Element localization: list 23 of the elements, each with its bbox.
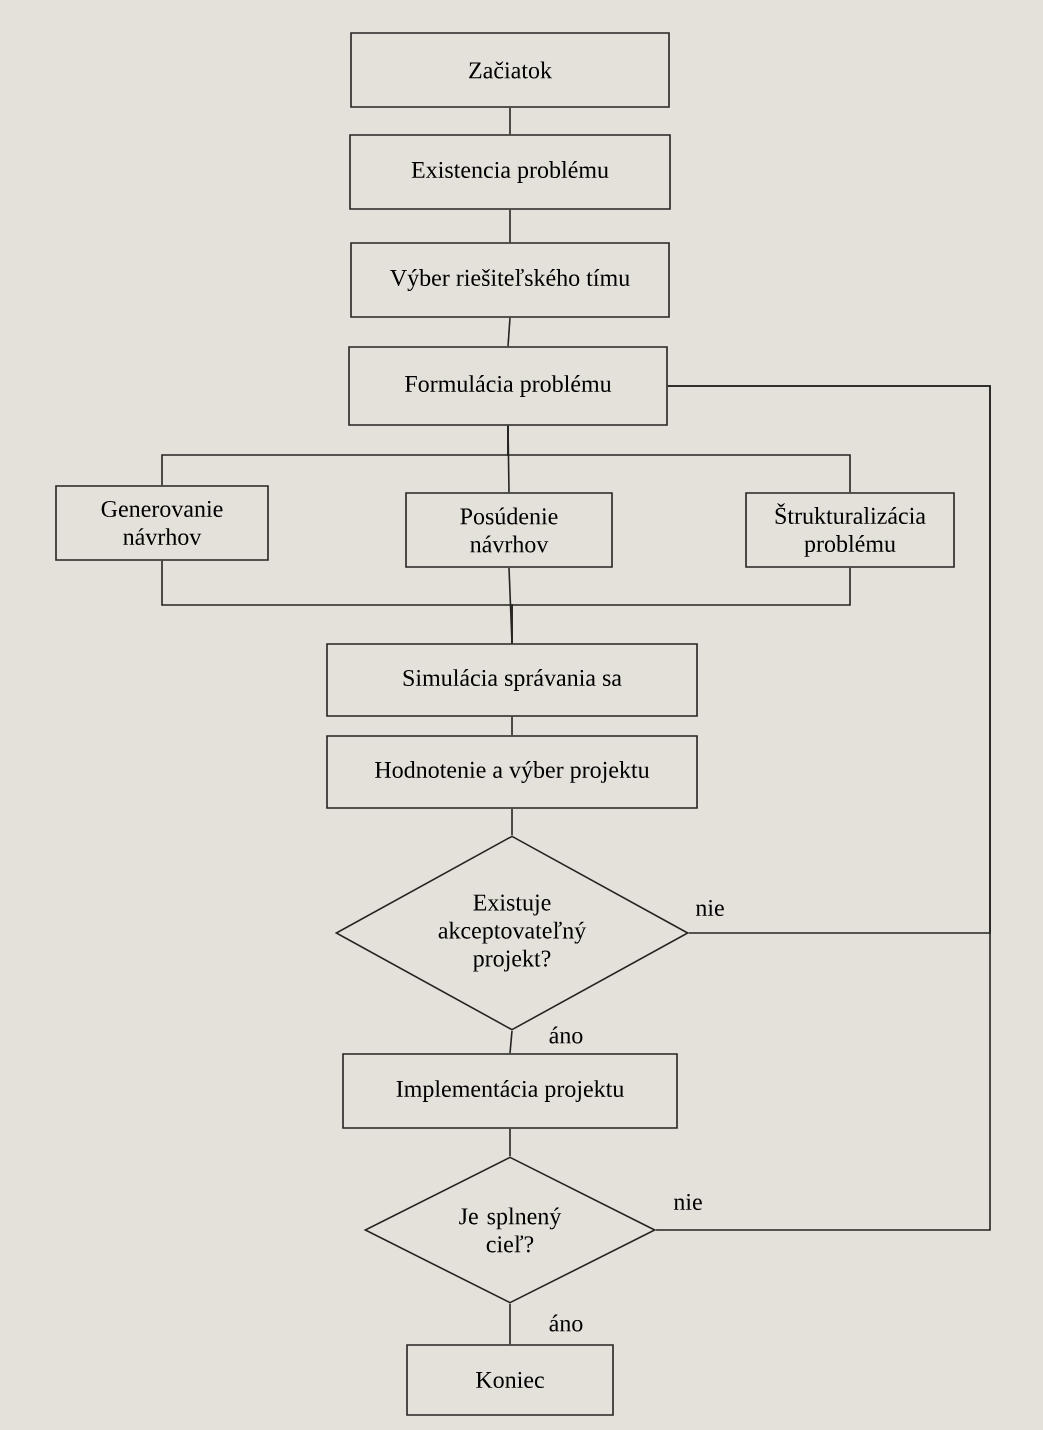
connector-line	[511, 567, 851, 644]
connector-line	[511, 808, 513, 836]
connector-line	[507, 317, 511, 347]
process-box: Existencia problému	[349, 134, 671, 210]
edge-label: áno	[547, 1313, 585, 1333]
connector-line	[509, 1030, 513, 1054]
process-box: Generovanie návrhov	[55, 485, 269, 561]
process-box: Posúdenie návrhov	[405, 492, 613, 568]
connector-line	[509, 1128, 511, 1157]
connector-line	[507, 425, 851, 493]
connector-line	[509, 107, 511, 135]
process-box: Hodnotenie a výber projektu	[326, 735, 698, 809]
connector-line	[655, 385, 991, 1231]
process-box: Koniec	[406, 1344, 614, 1416]
process-box: Začiatok	[350, 32, 670, 108]
connector-line	[509, 1303, 511, 1345]
process-box: Štrukturalizácia problému	[745, 492, 955, 568]
process-box: Simulácia správania sa	[326, 643, 698, 717]
process-box: Implementácia projektu	[342, 1053, 678, 1129]
connector-line	[511, 716, 513, 736]
process-box: Formulácia problému	[348, 346, 668, 426]
connector-line	[509, 209, 511, 243]
process-box: Výber riešiteľského tímu	[350, 242, 670, 318]
